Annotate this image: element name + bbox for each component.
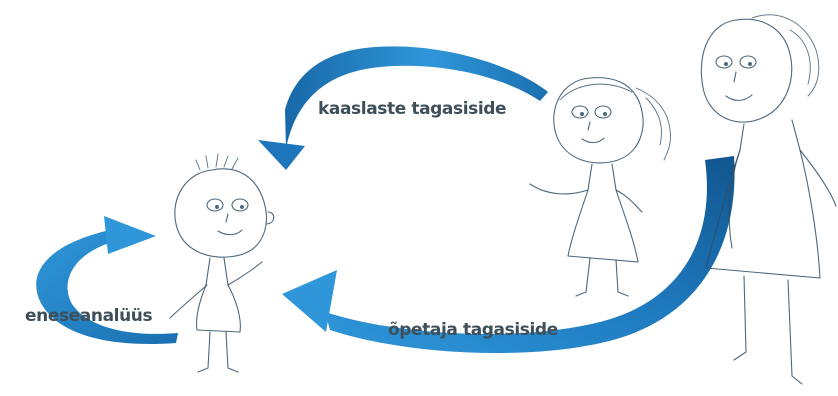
self-assessment-label: eneseanalüüs — [25, 306, 153, 326]
peer-feedback-arrow — [258, 46, 548, 170]
teacher-feedback-arrow — [282, 156, 735, 354]
teacher-feedback-label: õpetaja tagasiside — [388, 320, 558, 340]
peer-feedback-label: kaaslaste tagasiside — [318, 99, 507, 119]
student-figure — [169, 153, 275, 373]
self-assessment-arrow — [36, 216, 178, 345]
peer-figure — [529, 77, 671, 297]
teacher-figure — [700, 14, 837, 385]
